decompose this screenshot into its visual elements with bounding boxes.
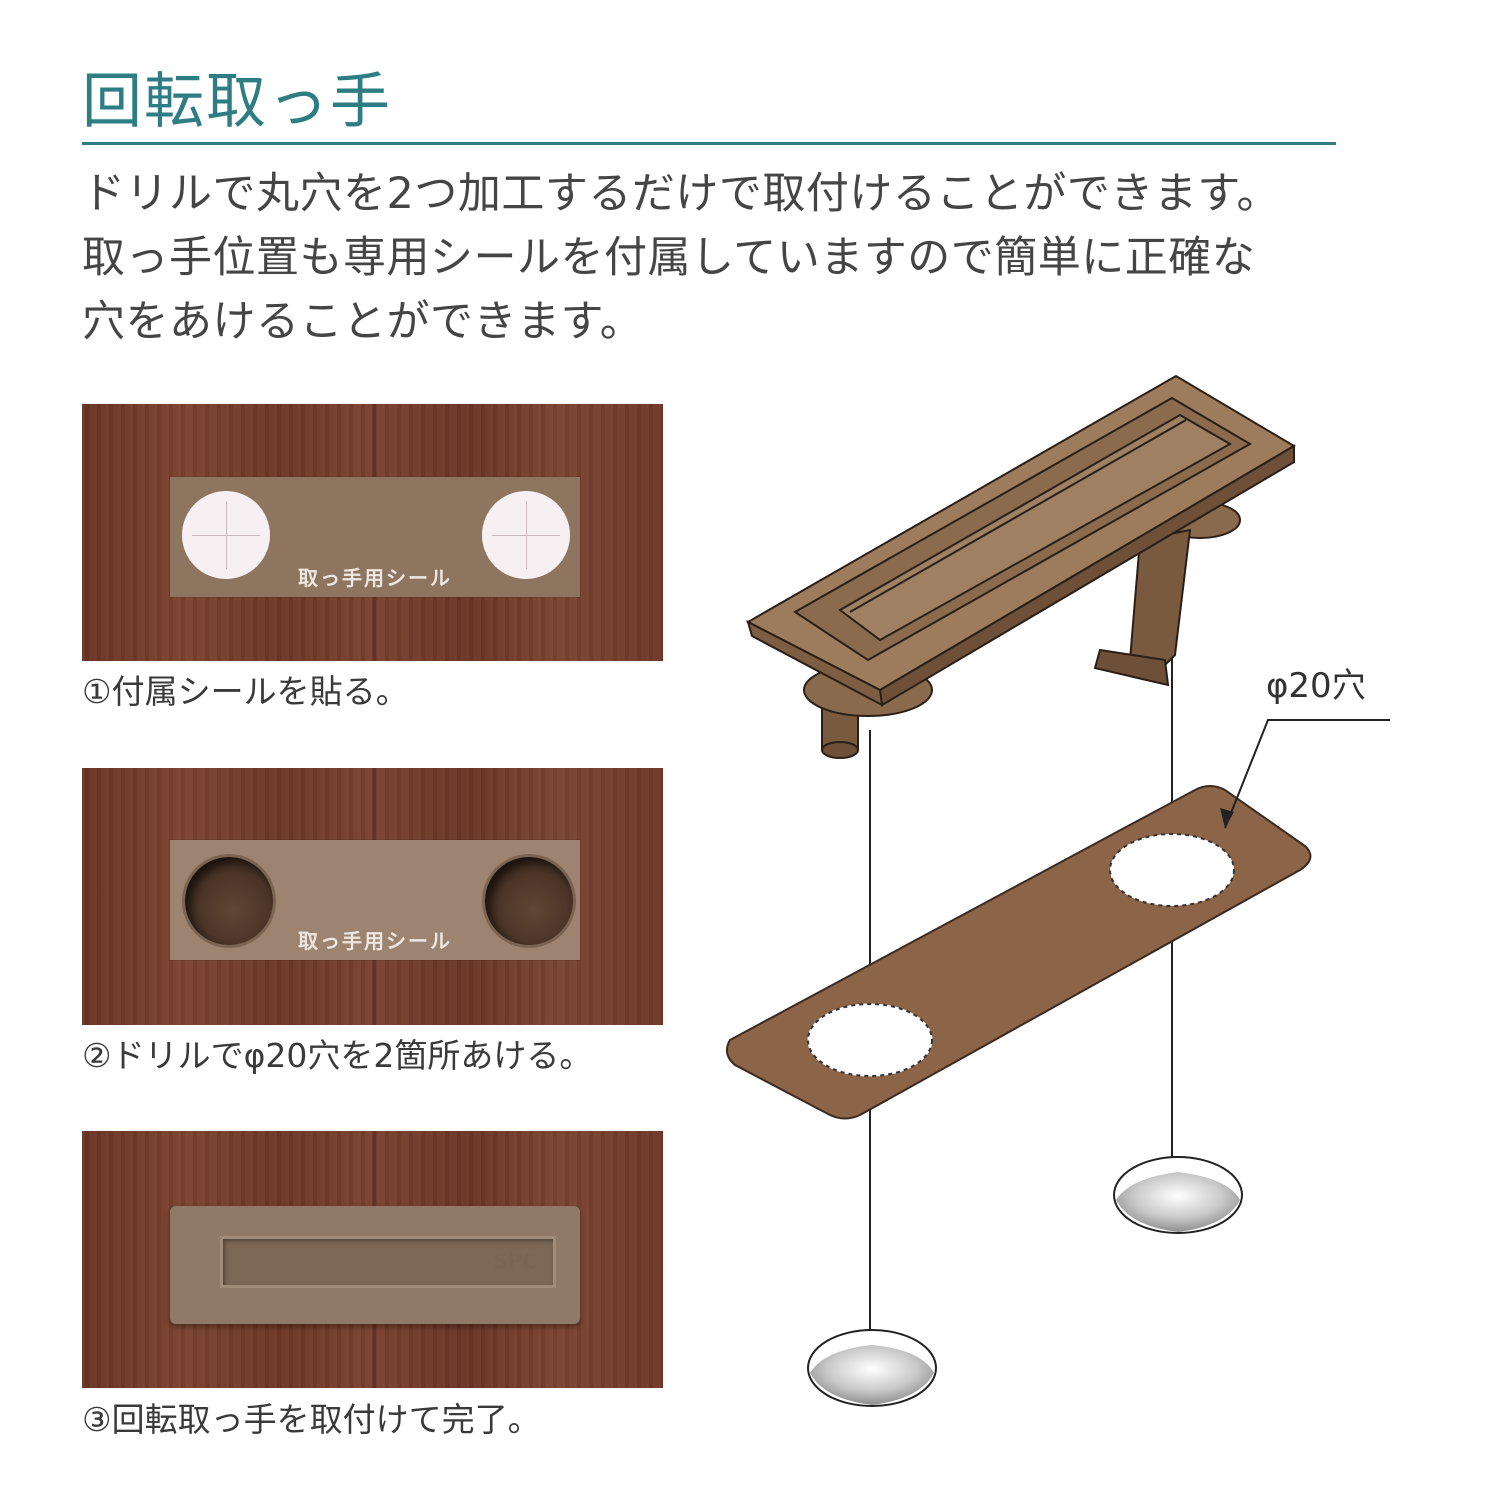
rotary-handle-3d bbox=[745, 374, 1296, 759]
description: ドリルで丸穴を2つ加工するだけで取付けることができます。 取っ手位置も専用シール… bbox=[82, 162, 1342, 354]
sticker-template bbox=[725, 785, 1312, 1120]
step-1-photo: 取っ手用シール bbox=[82, 404, 663, 661]
title-underline bbox=[82, 142, 1336, 145]
handle-grip-slot: SPC bbox=[220, 1236, 556, 1288]
hole-label-arrow bbox=[1220, 808, 1234, 828]
door-hole-right bbox=[1113, 1156, 1243, 1234]
description-line-3: 穴をあけることができます。 bbox=[82, 297, 644, 347]
handle-logo: SPC bbox=[493, 1249, 537, 1273]
description-line-2: 取っ手位置も専用シールを付属していますので簡単に正確な bbox=[82, 233, 1256, 283]
hole-diameter-label: φ20穴 bbox=[1266, 666, 1366, 706]
sticker-label: 取っ手用シール bbox=[298, 566, 452, 590]
description-line-1: ドリルで丸穴を2つ加工するだけで取付けることができます。 bbox=[82, 169, 1281, 219]
step-2-photo: 取っ手用シール bbox=[82, 768, 663, 1025]
step-3-caption: ③回転取っ手を取付けて完了。 bbox=[82, 1400, 541, 1439]
door-hole-left bbox=[807, 1329, 937, 1407]
page-title: 回転取っ手 bbox=[82, 67, 392, 137]
sticker-hole-mark-left bbox=[182, 491, 270, 579]
hole-label-leader bbox=[1224, 719, 1390, 829]
handle-sticker-drilled: 取っ手用シール bbox=[170, 840, 580, 960]
drilled-hole-right bbox=[482, 854, 576, 948]
step-3-photo: SPC bbox=[82, 1131, 663, 1388]
handle-sticker: 取っ手用シール bbox=[170, 477, 580, 597]
step-1-caption: ①付属シールを貼る。 bbox=[82, 672, 409, 711]
sticker-hole-mark-right bbox=[482, 491, 570, 579]
exploded-diagram bbox=[725, 374, 1390, 1407]
step-2-caption: ②ドリルでφ20穴を2箇所あける。 bbox=[82, 1036, 593, 1075]
installed-rotary-handle: SPC bbox=[170, 1206, 580, 1324]
sticker-label: 取っ手用シール bbox=[298, 929, 452, 953]
drilled-hole-left bbox=[182, 854, 276, 948]
